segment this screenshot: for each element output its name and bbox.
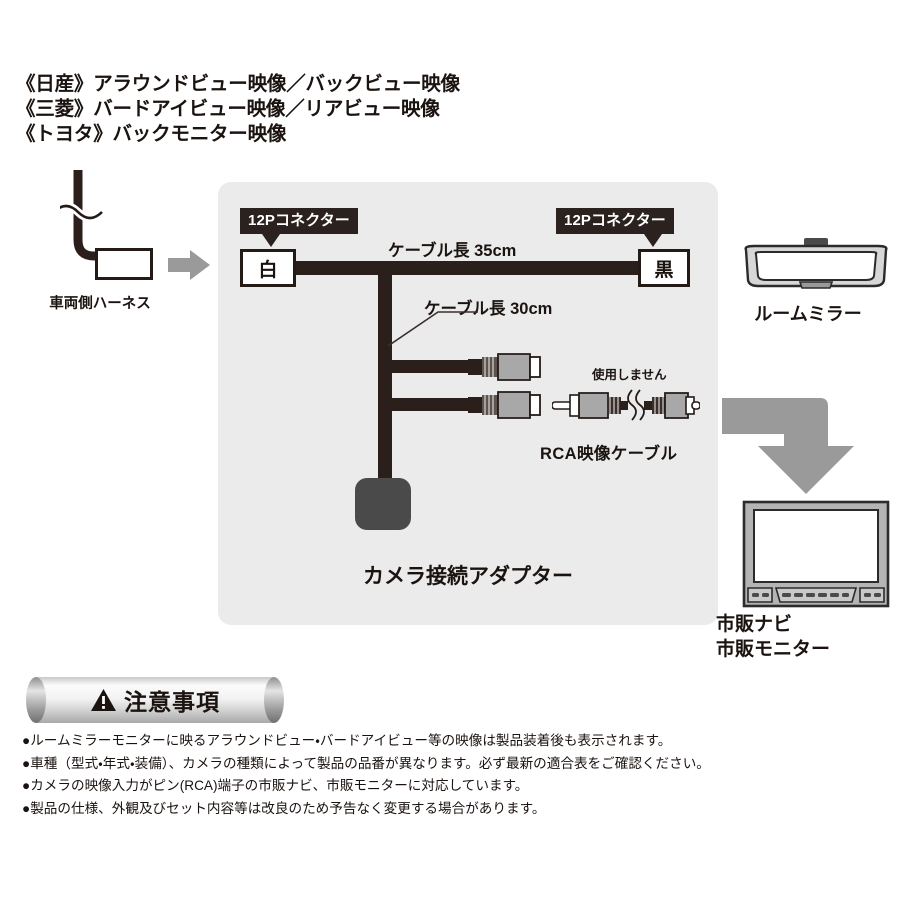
caution-note-3: ●カメラの映像入力がピン(RCA)端子の市販ナビ、市販モニターに対応しています。 <box>22 778 529 793</box>
navi-label-line-2: 市販モニター <box>716 639 831 660</box>
connector-box-white: 白 <box>240 249 296 287</box>
heading-line-1: 《日産》アラウンドビュー映像／バックビュー映像 <box>16 73 460 95</box>
harness-connector-box <box>95 248 153 280</box>
caution-notes-list: ●ルームミラーモニターに映るアラウンドビュー・バードアイビュー等の映像は製品装着… <box>22 730 892 820</box>
female-jack-upper-icon <box>468 353 541 381</box>
caution-note-1: ●ルームミラーモニターに映るアラウンドビュー・バードアイビュー等の映像は製品装着… <box>22 733 672 748</box>
heading-line-3: 《トヨタ》バックモニター映像 <box>16 123 287 145</box>
female-jack-lower-icon <box>468 391 541 419</box>
warning-triangle-icon <box>91 689 116 711</box>
navigation-monitor-label: 市販ナビ 市販モニター <box>716 612 900 662</box>
vehicle-harness-cable-icon <box>60 170 108 261</box>
room-mirror-label: ルームミラー <box>754 304 862 324</box>
caution-banner-title: 注意事項 <box>124 689 220 715</box>
caution-banner-shape <box>26 677 284 723</box>
branch-cable-lower <box>384 398 480 411</box>
connector-tab-left-label: 12Pコネクター <box>240 208 358 234</box>
harness-label: 車両側ハーネス <box>49 296 151 312</box>
tab-pointer-right-icon <box>644 234 662 247</box>
connector-box-black: 黒 <box>638 249 690 287</box>
caution-note-2: ●車種（型式・年式・装備）、カメラの種類によって製品の品番が異なります。必ず最新… <box>22 755 710 771</box>
main-cable-segment <box>294 261 640 275</box>
trunk-cable-segment <box>378 268 392 492</box>
arrow-elbow-down-icon <box>722 398 854 494</box>
tab-pointer-left-icon <box>262 234 280 247</box>
unused-plug-label: 使用しません <box>592 368 667 382</box>
connector-tab-right-label: 12Pコネクター <box>556 208 674 234</box>
caution-note-4: ●製品の仕様、外観及びセット内容等は改良のため予告なく変更する場合があります。 <box>22 800 546 816</box>
cable-length-main-label: ケーブル長 35cm <box>388 242 517 260</box>
caution-banner: 注意事項 <box>24 676 286 724</box>
branch-cable-upper <box>384 360 480 373</box>
connector-tab-right: 12Pコネクター <box>556 208 674 247</box>
heading-line-2: 《三菱》バードアイビュー映像／リアビュー映像 <box>16 98 440 120</box>
navi-label-line-1: 市販ナビ <box>716 614 793 635</box>
arrow-right-icon <box>168 250 210 280</box>
camera-adapter-label: カメラ接続アダプター <box>363 565 573 588</box>
heading-block: 《日産》アラウンドビュー映像／バックビュー映像 《三菱》バードアイビュー映像／リ… <box>16 72 716 147</box>
connector-tab-left: 12Pコネクター <box>240 208 358 247</box>
cable-length-branch-label: ケーブル長 30cm <box>424 300 553 318</box>
rca-cable-label: RCA映像ケーブル <box>540 445 678 463</box>
leader-line-icon <box>388 311 478 347</box>
rca-cable-icon <box>552 389 700 421</box>
navigation-monitor-icon <box>742 500 890 608</box>
camera-adapter-body <box>355 478 411 530</box>
room-mirror-icon <box>744 238 888 289</box>
